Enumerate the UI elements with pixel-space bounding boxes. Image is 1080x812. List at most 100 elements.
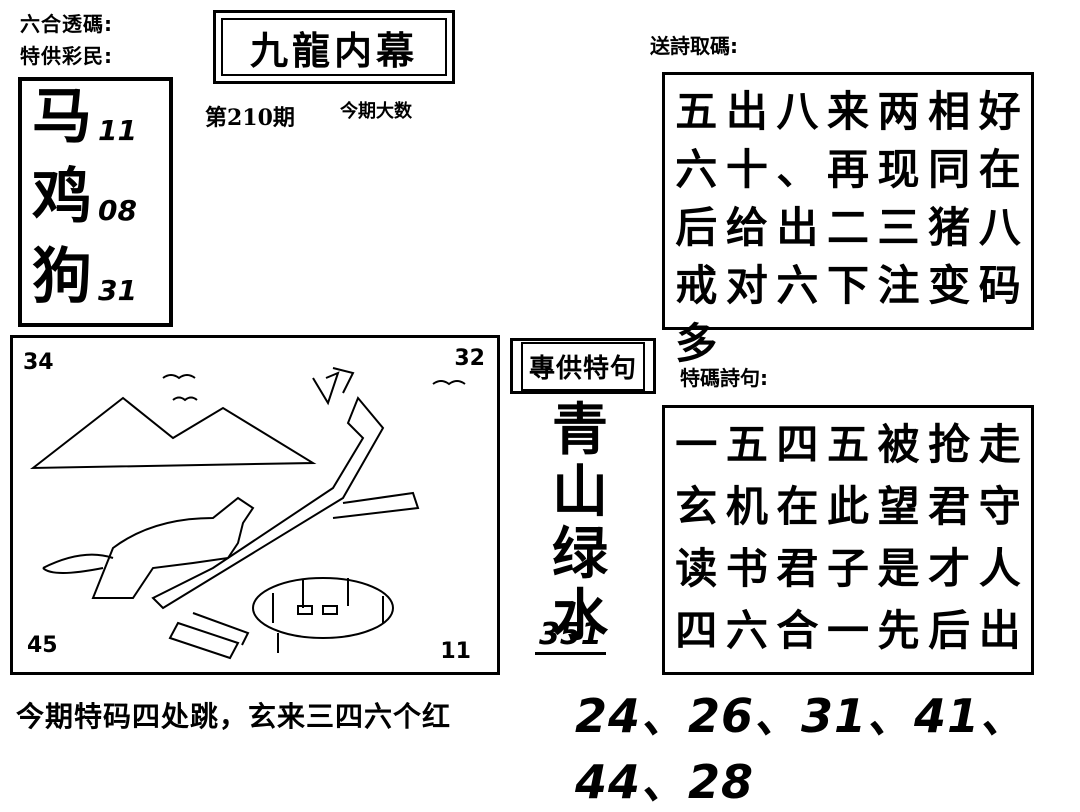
poem-char: 变 — [928, 261, 971, 310]
poem-char: 八 — [776, 87, 819, 136]
poem-char: 再 — [826, 145, 869, 194]
poem-bottom-label: 特碼詩句: — [680, 366, 768, 390]
poem-char: 君 — [928, 482, 971, 531]
special-label: 專供特句 — [520, 341, 645, 391]
poem-char: 码 — [978, 261, 1021, 310]
bottom-numbers: 24、26、31、41、44、28 — [575, 689, 1028, 809]
poem-char: 一 — [675, 420, 718, 469]
zodiac-char: 狗 — [32, 242, 92, 312]
title-frame: 九龍内幕 — [213, 10, 455, 84]
poem-char: 好 — [978, 87, 1021, 136]
poem-char: 出 — [978, 606, 1021, 655]
corner-number-bl: 45 — [27, 633, 58, 658]
poem-char: 在 — [978, 145, 1021, 194]
zodiac-row: 狗 31 — [32, 247, 137, 307]
poem-char: 书 — [725, 544, 768, 593]
bird-icon — [162, 374, 196, 380]
poem-char: 人 — [978, 544, 1021, 593]
corner-number-tl: 34 — [23, 350, 54, 375]
poem-char: 三 — [877, 203, 920, 252]
zodiac-char: 鸡 — [32, 162, 92, 232]
tree-trunk-icon — [151, 396, 385, 610]
special-phrase: 青 山 绿 水 — [515, 400, 645, 648]
bird-icon — [172, 396, 198, 402]
poem-char: 多 — [675, 319, 718, 368]
poem-char: 六 — [725, 606, 768, 655]
poem-char: 守 — [978, 482, 1021, 531]
fox-landscape-drawing — [30, 367, 466, 660]
zodiac-char: 马 — [32, 82, 92, 152]
poem-char: 现 — [877, 145, 920, 194]
poem-char: 六 — [675, 145, 718, 194]
poem-char: 对 — [725, 261, 768, 310]
fence-icon — [252, 577, 394, 639]
zodiac-num: 11 — [98, 114, 137, 147]
fox-icon — [91, 496, 255, 599]
zodiac-row: 鸡 08 — [32, 167, 137, 227]
poem-char: 十 — [725, 145, 768, 194]
zodiac-row: 马 11 — [32, 87, 137, 147]
poem-char: 是 — [877, 544, 920, 593]
poem-char: 出 — [725, 87, 768, 136]
special-number: 351 — [535, 617, 606, 655]
poem-char: 两 — [877, 87, 920, 136]
subtitle: 今期大数 — [340, 101, 412, 122]
phrase-char: 绿 — [552, 522, 608, 587]
poem-char: 戒 — [675, 261, 718, 310]
poem-char: 五 — [725, 420, 768, 469]
poem-char: 同 — [928, 145, 971, 194]
poem-char: 合 — [776, 606, 819, 655]
poem-char: 先 — [877, 606, 920, 655]
special-label-frame: 專供特句 — [510, 338, 656, 394]
poem-char: 君 — [776, 544, 819, 593]
header-label-1: 六合透碼: — [20, 12, 113, 36]
leaf-icon — [312, 371, 340, 406]
poem-char: 五 — [675, 87, 718, 136]
corner-number-tr: 32 — [454, 346, 485, 371]
poem-top-box: 五出八来两相好六十、再现同在后给出二三猪八戒对六下注变码多 — [662, 72, 1034, 368]
poem-char: 子 — [826, 544, 869, 593]
poem-char: 下 — [826, 261, 869, 310]
header-label-2: 特供彩民: — [20, 44, 113, 68]
poem-char: 抢 — [928, 420, 971, 469]
poem-char: 二 — [826, 203, 869, 252]
bird-icon — [432, 380, 466, 386]
poem-char: 六 — [776, 261, 819, 310]
poem-char: 猪 — [928, 203, 971, 252]
poem-bottom-box: 一五四五被抢走玄机在此望君守读书君子是才人四六合一先后出 — [662, 405, 1034, 675]
poem-char: 后 — [675, 203, 718, 252]
poem-char: 玄 — [675, 482, 718, 531]
poem-char: 读 — [675, 544, 718, 593]
poem-char: 机 — [725, 482, 768, 531]
poem-char: 被 — [877, 420, 920, 469]
poem-char: 四 — [776, 420, 819, 469]
poem-char: 走 — [978, 420, 1021, 469]
issue-number: 第210期 — [205, 105, 295, 131]
poem-char: 给 — [725, 203, 768, 252]
mountain-icon — [30, 396, 317, 470]
illustration-box: 34 32 45 11 — [10, 335, 500, 675]
poem-char: 来 — [826, 87, 869, 136]
bottom-text: 今期特码四处跳，玄来三四六个红 — [16, 700, 452, 733]
phrase-char: 水 — [552, 584, 608, 649]
poem-char: 一 — [826, 606, 869, 655]
phrase-char: 青 — [552, 398, 608, 463]
poem-char: 才 — [928, 544, 971, 593]
poem-char: 五 — [826, 420, 869, 469]
zodiac-num: 31 — [98, 274, 137, 307]
poem-char: 此 — [826, 482, 869, 531]
poem-char: 、 — [776, 145, 819, 194]
poem-char: 后 — [928, 606, 971, 655]
poem-char: 相 — [928, 87, 971, 136]
log-icon — [168, 621, 240, 660]
poem-char: 出 — [776, 203, 819, 252]
poem-char: 四 — [675, 606, 718, 655]
poem-char: 八 — [978, 203, 1021, 252]
poem-top-label: 送詩取碼: — [650, 34, 738, 58]
poem-char: 注 — [877, 261, 920, 310]
corner-number-br: 11 — [440, 639, 471, 664]
phrase-char: 山 — [552, 460, 608, 525]
poem-char: 望 — [877, 482, 920, 531]
poem-char: 在 — [776, 482, 819, 531]
zodiac-box: 马 11 鸡 08 狗 31 — [18, 77, 173, 327]
